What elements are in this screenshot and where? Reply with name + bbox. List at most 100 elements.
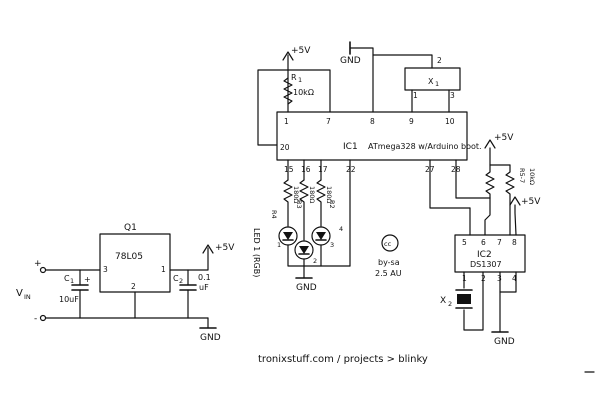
sda-wire (484, 197, 491, 236)
ic1-pin-label: 17 (318, 165, 328, 174)
ic1-pin-label: 15 (284, 165, 294, 174)
x1-pin2-wire (372, 54, 433, 69)
ic1-ref: IC1 (343, 142, 358, 152)
led-label: LED 1 (RGB) (252, 228, 261, 277)
r1-resistor (283, 77, 293, 105)
vout-rail (169, 247, 209, 271)
c1-polarity: + (84, 275, 91, 284)
led-gnd-label: GND (296, 283, 317, 293)
regulator-pin-out: 1 (161, 265, 166, 274)
c1-value: 10uF (59, 295, 79, 304)
r1-ref-sub: 1 (298, 76, 302, 84)
ic2-ref: IC2 (477, 250, 492, 260)
led-red-triangle (283, 232, 293, 240)
ic1-pin-label: 10 (445, 117, 455, 126)
ic1-pin-label: 8 (370, 117, 375, 126)
pullup-value: 10kΩ (528, 168, 536, 185)
footer-url: tronixstuff.com / projects > blinky (258, 354, 428, 365)
resistor-r3 (299, 179, 309, 241)
ic1-pin-label: 16 (301, 165, 311, 174)
vin-plus-sign: + (34, 259, 42, 269)
regulator-ref: Q1 (124, 223, 137, 233)
ic1-section: IC1 ATmega328 w/Arduino boot. 1 7 8 9 10… (257, 41, 491, 267)
x2-ref: X (440, 296, 446, 306)
license-line1: by-sa (378, 258, 400, 267)
ic2-bottom-pin: 4 (512, 274, 517, 283)
top-plus5v-label: +5V (291, 46, 311, 56)
regulator-pin-gnd: 2 (131, 282, 136, 291)
pin27-wire (429, 159, 471, 209)
ic1-body (276, 111, 468, 161)
x1-pin: 2 (437, 56, 442, 65)
ic2-gnd-wire (499, 271, 517, 293)
r1-ref: R (291, 73, 297, 82)
vin-subscript: IN (24, 293, 31, 301)
ic1-pin-label: 7 (326, 117, 331, 126)
vout-plus5v-arrow (202, 244, 214, 254)
regulator-section: + - V IN C 1 + 10uF Q1 78L05 3 1 2 +5V (16, 223, 235, 343)
r3-label: R3 (295, 200, 303, 209)
resistor-r2 (316, 179, 326, 227)
led-pin: 4 (339, 225, 343, 233)
x1-pin: 1 (413, 91, 418, 100)
x2-ref-sub: 2 (448, 300, 452, 308)
ic2-vcc-wire (514, 204, 517, 236)
regulator-part: 78L05 (115, 252, 143, 262)
led-pin: 1 (277, 241, 281, 249)
x2-body (457, 294, 471, 304)
ic2-top-pin: 8 (512, 238, 517, 247)
pin8-gnd-wire (349, 47, 374, 113)
top-gnd-label: GND (340, 56, 361, 66)
pullup-vcc-wire (489, 147, 511, 166)
ic1-pin20-wire (257, 69, 289, 146)
c1-ref: C (64, 274, 70, 283)
pullup-ref: R5-7 (518, 168, 526, 183)
c2-ref-sub: 2 (179, 277, 183, 285)
ic1-pin-label: 9 (409, 117, 414, 126)
x1-pin: 3 (450, 91, 455, 100)
pin7-vcc-wire (287, 69, 331, 113)
pin28-wire (455, 159, 491, 199)
cc-logo-text: cc (384, 240, 392, 248)
resistor-r4 (283, 179, 293, 227)
led-pin: 3 (330, 241, 334, 249)
ic2-plus5v-label: +5V (521, 197, 541, 207)
resistor-value: 180Ω (308, 186, 316, 203)
pullup-plus5v-label: +5V (494, 133, 514, 143)
led-pin: 2 (313, 257, 317, 265)
x2-lead-loop (463, 271, 484, 331)
led-green-triangle (299, 246, 309, 254)
ic2-top-pin: 6 (481, 238, 486, 247)
x1-ref: X (428, 77, 434, 86)
ic1-pin-label: 1 (284, 117, 289, 126)
license-section: cc by-sa 2.5 AU (375, 234, 402, 278)
rtc-section: +5V R5-7 10kΩ +5V IC2 DS1307 5 6 7 8 1 2… (440, 133, 541, 347)
c2-value-line2: uF (199, 283, 209, 292)
c2-ref: C (173, 274, 179, 283)
resistor-value: 180Ω (325, 186, 333, 203)
license-line2: 2.5 AU (375, 269, 402, 278)
r4-label: R4 (270, 210, 278, 219)
ic2-part: DS1307 (470, 260, 502, 269)
ic1-description: ATmega328 w/Arduino boot. (368, 142, 482, 151)
reg-gnd-label: GND (200, 333, 221, 343)
led-blue-triangle (316, 232, 326, 240)
vin-minus-sign: - (34, 314, 37, 324)
vout-plus5v-label: +5V (215, 243, 235, 253)
r1-value: 10kΩ (293, 88, 314, 97)
resistor-value: 180Ω (292, 186, 300, 203)
cc-logo (381, 234, 399, 252)
r2-label: R2 (328, 200, 336, 209)
pullup-resistor-b (505, 164, 515, 236)
c1-ref-sub: 1 (70, 277, 74, 285)
pullup-resistor-a (485, 164, 495, 199)
ic2-gnd-label: GND (494, 337, 515, 347)
ic1-pin-label: 22 (346, 165, 356, 174)
c2-value-line1: 0.1 (198, 273, 211, 282)
vin-minus-terminal (39, 314, 47, 322)
top-plus5v-arrow (282, 51, 294, 61)
ic1-pin-label: 20 (280, 143, 290, 152)
regulator-pin-in: 3 (103, 265, 108, 274)
